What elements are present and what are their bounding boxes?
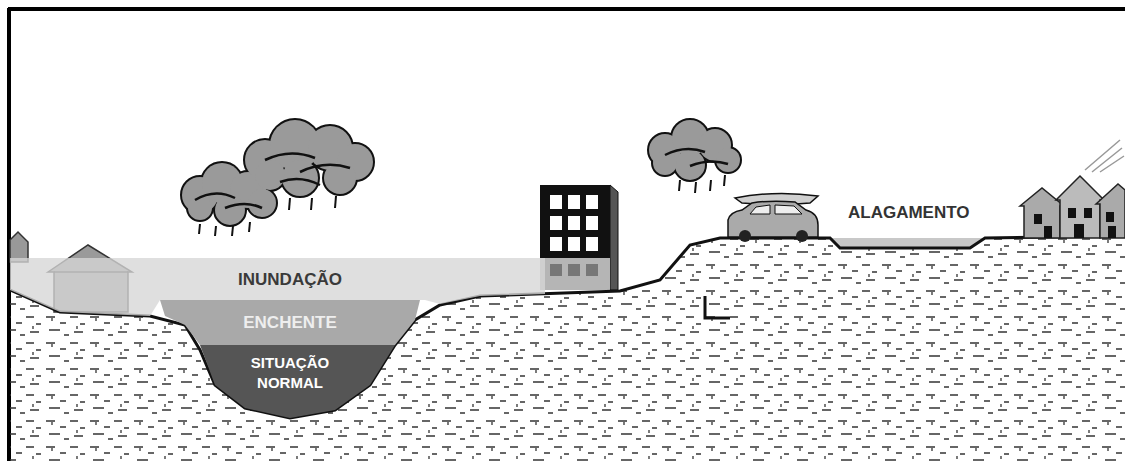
area-label: ALAGAMENTO xyxy=(848,203,970,223)
band-label: INUNDAÇÃO xyxy=(200,270,380,290)
water-band: ENCHENTE xyxy=(155,298,425,348)
water-band: SITUAÇÃO NORMAL xyxy=(195,343,400,423)
ground-line xyxy=(10,236,1125,418)
frame-line xyxy=(8,7,1125,11)
drain-pipe xyxy=(705,296,730,318)
band-label: ENCHENTE xyxy=(200,313,380,333)
car xyxy=(728,193,818,242)
house xyxy=(1020,140,1125,238)
water-fill xyxy=(200,345,395,418)
water-fill xyxy=(160,300,420,345)
building xyxy=(540,185,618,290)
band-label: SITUAÇÃO NORMAL xyxy=(240,353,340,393)
soil-texture xyxy=(10,236,1125,461)
rain-cloud xyxy=(182,120,740,236)
